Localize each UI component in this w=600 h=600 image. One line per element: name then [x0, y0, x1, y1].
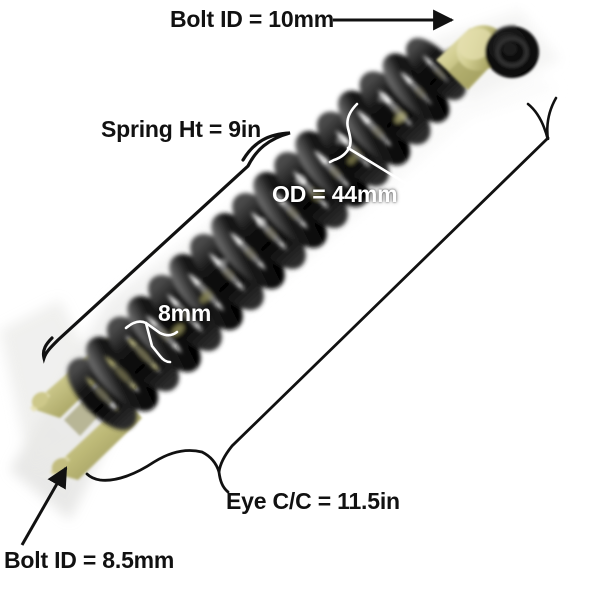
od-brace-left	[328, 102, 359, 164]
label-bolt-id-top: Bolt ID = 10mm	[170, 6, 334, 32]
wire-brace-lower	[144, 321, 172, 364]
label-eye-center-to-center: Eye C/C = 11.5in	[226, 488, 400, 514]
eye-cc-brace-pointer	[217, 470, 230, 494]
label-bolt-id-bottom: Bolt ID = 8.5mm	[4, 547, 175, 573]
od-brace-right	[346, 146, 434, 193]
wire-brace-upper	[124, 320, 179, 337]
label-spring-height: Spring Ht = 9in	[101, 116, 261, 142]
eye-cc-brace-top-tip	[526, 96, 558, 141]
eye-cc-brace	[85, 136, 550, 482]
top-eye-bushing	[436, 24, 539, 90]
bolt-hole	[503, 42, 517, 56]
bolt-id-bottom-arrow	[20, 466, 68, 546]
spring-height-brace	[41, 131, 291, 364]
coil-spring	[67, 37, 467, 430]
label-outer-diameter: OD = 44mm	[272, 181, 398, 207]
label-wire-diameter: 8mm	[158, 300, 212, 326]
